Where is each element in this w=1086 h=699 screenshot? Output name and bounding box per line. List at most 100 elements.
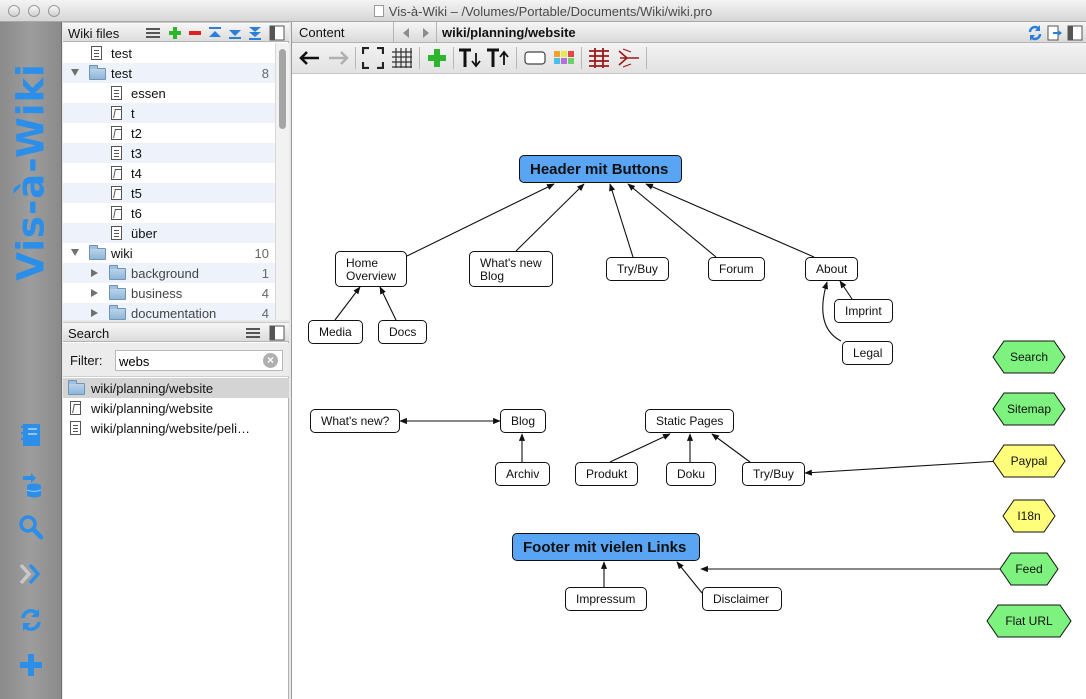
file-tree-row[interactable]: t3 — [63, 143, 275, 163]
filter-input[interactable] — [115, 350, 283, 371]
title-bar: Vis-à-Wiki – /Volumes/Portable/Documents… — [0, 0, 1086, 22]
increase-font-icon[interactable] — [485, 46, 511, 70]
add-file-icon[interactable] — [168, 26, 182, 40]
window-title: Vis-à-Wiki – /Volumes/Portable/Documents… — [0, 4, 1086, 19]
file-tree-row[interactable]: t2 — [63, 123, 275, 143]
node-shape-icon[interactable] — [522, 46, 548, 70]
collapsed-triangle-icon[interactable] — [91, 269, 98, 277]
list-menu-icon[interactable] — [145, 26, 161, 40]
fit-to-view-icon[interactable] — [360, 46, 386, 70]
graph-node-blog[interactable]: Blog — [500, 409, 547, 433]
panel-layout-icon[interactable] — [269, 325, 285, 341]
file-tree-row[interactable]: test — [63, 43, 275, 63]
search-icon[interactable] — [16, 512, 46, 542]
graph-node-impressum[interactable]: Impressum — [565, 587, 647, 611]
add-icon[interactable] — [16, 650, 46, 680]
tab-content[interactable]: Content — [292, 22, 394, 43]
graph-node-header[interactable]: Header mit Buttons — [519, 155, 682, 183]
file-tree-row[interactable]: t5 — [63, 183, 275, 203]
file-tree-scrollbar[interactable] — [275, 43, 289, 320]
file-tree-row[interactable]: über — [63, 223, 275, 243]
panel-layout-icon[interactable] — [269, 25, 285, 41]
file-tree-row[interactable]: t4 — [63, 163, 275, 183]
graph-edge — [839, 280, 853, 300]
expanded-triangle-icon[interactable] — [71, 249, 79, 256]
redo-icon[interactable] — [325, 46, 351, 70]
graph-node-flaturl[interactable]: Flat URL — [986, 604, 1072, 638]
graph-node-produkt[interactable]: Produkt — [575, 462, 639, 486]
close-window-button[interactable] — [8, 5, 20, 17]
text-page-icon — [111, 86, 122, 100]
collapsed-triangle-icon[interactable] — [91, 289, 98, 297]
node-color-icon[interactable] — [551, 46, 577, 70]
file-tree-row[interactable]: essen — [63, 83, 275, 103]
graph-node-archiv[interactable]: Archiv — [495, 462, 551, 486]
graph-node-whatsnew[interactable]: What's new? — [310, 409, 401, 433]
graph-node-media[interactable]: Media — [308, 320, 363, 344]
expanded-triangle-icon[interactable] — [71, 69, 79, 76]
zoom-window-button[interactable] — [48, 5, 60, 17]
move-bottom-icon[interactable] — [248, 26, 262, 40]
graph-edge — [676, 561, 703, 594]
search-result-row[interactable]: wiki/planning/website — [63, 378, 289, 398]
forward-chevrons-icon[interactable] — [16, 559, 46, 589]
layout-grid-icon[interactable] — [586, 46, 612, 70]
minimize-window-button[interactable] — [28, 5, 40, 17]
graph-node-i18n[interactable]: I18n — [1002, 499, 1056, 533]
graph-node-static[interactable]: Static Pages — [645, 409, 735, 433]
collapsed-triangle-icon[interactable] — [91, 309, 98, 317]
file-tree-row[interactable]: t6 — [63, 203, 275, 223]
graph-page-icon — [111, 106, 122, 120]
file-tree-label: über — [131, 226, 158, 241]
graph-node-trybuy-bottom[interactable]: Try/Buy — [742, 462, 805, 486]
refresh-icon[interactable] — [1025, 22, 1045, 43]
graph-node-home[interactable]: Home Overview — [335, 251, 408, 287]
graph-node-about[interactable]: About — [805, 257, 859, 281]
list-menu-icon[interactable] — [245, 326, 261, 340]
undo-icon[interactable] — [297, 46, 323, 70]
graph-node-sitemap[interactable]: Sitemap — [992, 392, 1066, 426]
graph-node-whatsnew-blog[interactable]: What's new Blog — [469, 251, 553, 287]
graph-node-imprint[interactable]: Imprint — [834, 299, 893, 323]
file-tree-row[interactable]: t — [63, 103, 275, 123]
clear-filter-icon[interactable]: × — [263, 353, 278, 368]
graph-node-trybuy-top[interactable]: Try/Buy — [606, 257, 669, 281]
database-import-icon[interactable] — [16, 470, 46, 500]
export-icon[interactable] — [1045, 22, 1065, 43]
add-node-icon[interactable] — [424, 46, 450, 70]
move-down-icon[interactable] — [228, 26, 242, 40]
graph-node-docs[interactable]: Docs — [378, 320, 428, 344]
graph-node-disclaimer[interactable]: Disclaimer — [702, 587, 782, 611]
back-arrow-icon[interactable] — [396, 22, 416, 43]
panel-layout-icon[interactable] — [1065, 22, 1085, 43]
graph-node-search[interactable]: Search — [992, 340, 1066, 374]
graph-node-paypal[interactable]: Paypal — [992, 444, 1066, 478]
tree-layout-icon[interactable] — [616, 46, 642, 70]
hexagon-shape — [992, 444, 1066, 478]
brand-sidebar: Vis-à-Wiki — [0, 22, 62, 699]
remove-file-icon[interactable] — [188, 26, 202, 40]
grid-icon[interactable] — [389, 46, 415, 70]
graph-node-forum[interactable]: Forum — [708, 257, 765, 281]
refresh-icon[interactable] — [16, 605, 46, 635]
hexagon-shape — [992, 340, 1066, 374]
decrease-font-icon[interactable] — [457, 46, 483, 70]
scrollbar-thumb[interactable] — [279, 49, 286, 129]
search-result-row[interactable]: wiki/planning/website — [63, 398, 289, 418]
forward-arrow-icon[interactable] — [416, 22, 436, 43]
graph-node-feed[interactable]: Feed — [999, 552, 1059, 586]
graph-node-doku[interactable]: Doku — [666, 462, 717, 486]
notebook-icon[interactable] — [16, 420, 46, 450]
search-result-row[interactable]: wiki/planning/website/peli… — [63, 418, 289, 438]
toolbar-separator — [419, 47, 420, 69]
graph-node-footer[interactable]: Footer mit vielen Links — [512, 533, 700, 561]
move-top-icon[interactable] — [208, 26, 222, 40]
graph-node-legal[interactable]: Legal — [842, 341, 894, 365]
document-proxy-icon — [373, 5, 384, 17]
